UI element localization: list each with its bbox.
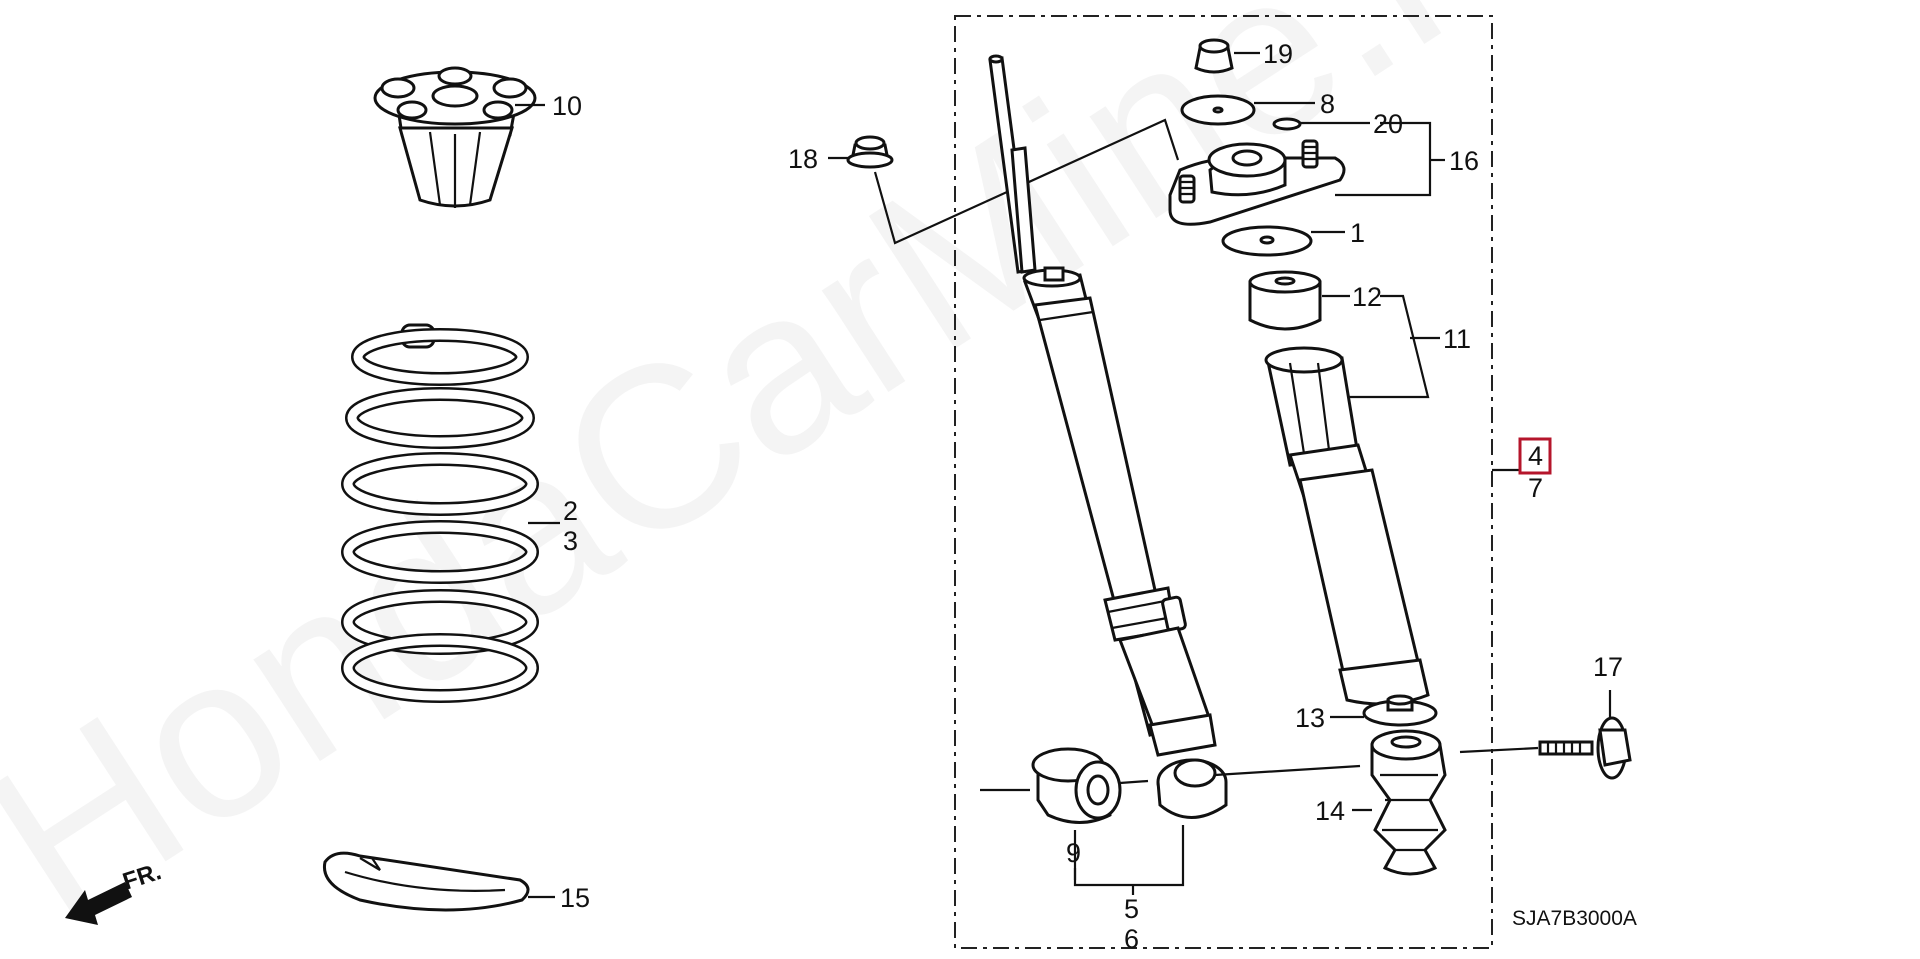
callout-4-highlight	[1518, 437, 1552, 475]
callout-4[interactable]: 4	[1528, 441, 1543, 471]
callout-8[interactable]: 8	[1320, 89, 1335, 119]
part-8-washer[interactable]	[1180, 94, 1256, 126]
part-9-bushing[interactable]	[1031, 747, 1122, 824]
callout-12[interactable]: 12	[1352, 282, 1382, 312]
callout-19[interactable]: 19	[1263, 39, 1293, 69]
front-direction-arrow-icon	[65, 882, 132, 925]
callout-15[interactable]: 15	[560, 883, 590, 913]
part-18-nut[interactable]	[846, 135, 894, 169]
part-20-o-ring[interactable]	[1272, 117, 1302, 131]
callout-5[interactable]: 5	[1124, 894, 1139, 924]
part-10-mount[interactable]	[373, 66, 537, 208]
assembly-boundary	[954, 15, 1493, 949]
part-12-bump-stop[interactable]	[1248, 270, 1322, 331]
part-14-bump-stop[interactable]	[1370, 729, 1447, 876]
callout-9[interactable]: 9	[1066, 838, 1081, 868]
diagram-code: SJA7B3000A	[1512, 907, 1637, 930]
part-1-washer[interactable]	[1221, 225, 1313, 257]
part-11-dust-boot[interactable]	[1264, 346, 1430, 706]
callout-17[interactable]: 17	[1593, 652, 1623, 682]
part-5-shock-absorber[interactable]	[988, 54, 1228, 819]
callout-10[interactable]: 10	[552, 91, 582, 121]
callout-2[interactable]: 2	[563, 496, 578, 526]
part-15-spring-seat[interactable]	[322, 851, 530, 912]
callout-16[interactable]: 16	[1449, 146, 1479, 176]
part-13-washer[interactable]	[1362, 694, 1438, 727]
callout-11[interactable]: 11	[1443, 324, 1471, 354]
callout-1[interactable]: 1	[1350, 218, 1365, 248]
callout-3[interactable]: 3	[563, 526, 578, 556]
callout-18[interactable]: 18	[788, 144, 818, 174]
part-2-coil-spring[interactable]	[341, 323, 539, 703]
callout-14[interactable]: 14	[1315, 796, 1345, 826]
callout-13[interactable]: 13	[1295, 703, 1325, 733]
part-17-bolt[interactable]	[1538, 716, 1632, 780]
part-16-upper-mount[interactable]	[1168, 139, 1346, 226]
callout-7[interactable]: 7	[1528, 473, 1543, 503]
part-19-nut[interactable]	[1194, 38, 1234, 74]
callout-6[interactable]: 6	[1124, 924, 1139, 954]
